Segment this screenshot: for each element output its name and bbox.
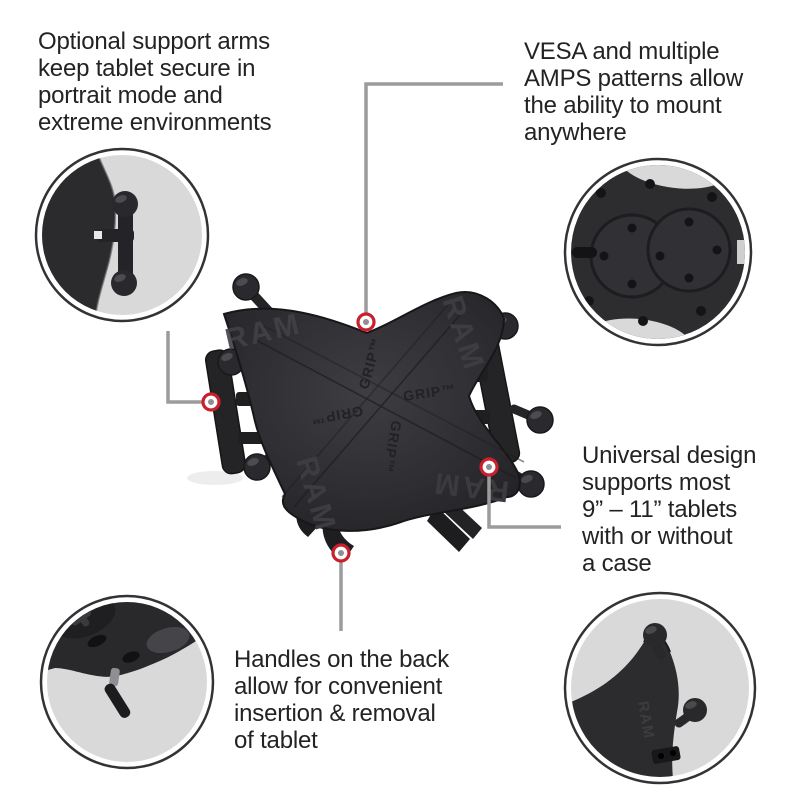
annotation-line: a case — [582, 550, 652, 577]
callout-marker-universal — [479, 457, 499, 477]
spring-arm-closeup-inset: RAM — [563, 591, 757, 785]
grip-emboss: GRIP™ — [402, 381, 457, 404]
support-arm-closeup-inset — [34, 147, 210, 323]
annotation-line: supports most — [582, 469, 731, 496]
annotation-line: extreme environments — [38, 109, 272, 136]
annotation-line: of tablet — [234, 727, 318, 754]
top-left-grip-finger — [232, 273, 275, 318]
annotation-line: Universal design — [582, 442, 757, 469]
annotation-line: keep tablet secure in — [38, 55, 256, 82]
callout-marker-support-arm — [201, 392, 221, 412]
annotation-vesa: VESA and multiple AMPS patterns allow th… — [524, 38, 743, 146]
vesa-amps-pattern-closeup-inset — [563, 157, 753, 347]
callout-markers — [201, 312, 499, 563]
connector-support-arm — [166, 331, 204, 404]
annotation-line: insertion & removal — [234, 700, 436, 727]
annotation-line: anywhere — [524, 119, 627, 146]
brand-emboss: RAM — [634, 700, 657, 741]
callout-connectors — [166, 82, 561, 631]
annotation-line: the ability to mount — [524, 92, 722, 119]
rear-handle-closeup-inset — [39, 594, 215, 770]
x-plate — [222, 291, 521, 532]
annotation-line: Optional support arms — [38, 28, 270, 55]
x-grip-holder: RAM RAM RAM RAM GRIP™ GRIP™ GRIP™ GRIP™ — [187, 273, 554, 561]
annotation-support-arms: Optional support arms keep tablet secure… — [38, 28, 272, 136]
annotation-line: allow for convenient — [234, 673, 443, 700]
annotation-line: AMPS patterns allow — [524, 65, 743, 92]
x-grooves — [255, 299, 525, 508]
connector-vesa — [364, 82, 503, 313]
callout-marker-vesa — [356, 312, 376, 332]
connector-universal — [487, 475, 561, 529]
annotation-line: VESA and multiple — [524, 38, 720, 65]
annotation-handles: Handles on the back allow for convenient… — [234, 646, 449, 754]
annotation-line: portrait mode and — [38, 82, 223, 109]
annotation-universal: Universal design supports most 9” – 11” … — [582, 442, 756, 577]
callout-marker-handles — [331, 543, 351, 563]
annotation-line: Handles on the back — [234, 646, 450, 673]
annotation-line: with or without — [582, 523, 733, 550]
annotation-line: 9” – 11” tablets — [582, 496, 738, 523]
